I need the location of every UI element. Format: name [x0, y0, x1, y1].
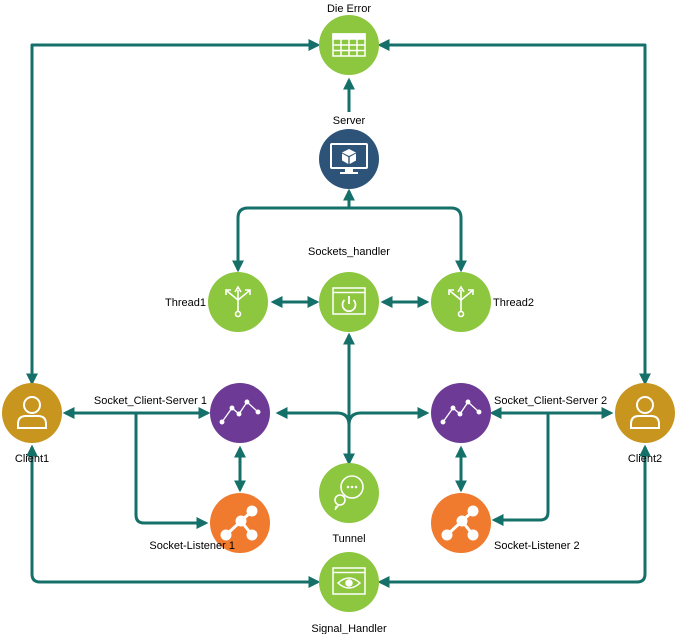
fork-arrows-icon [225, 285, 251, 318]
edge-thread-server-bus [232, 206, 467, 273]
node-sockets-handler[interactable]: Sockets_handler [308, 246, 390, 332]
window-power-icon [332, 287, 366, 315]
edge-client2-die-error [377, 39, 651, 386]
table-icon [332, 33, 366, 57]
node-signal-handler[interactable]: Signal_Handler [311, 552, 387, 634]
node-thread2[interactable]: Thread2 [431, 272, 534, 332]
edge-client1-signal-handler [26, 444, 321, 588]
node-signal-handler-label: Signal_Handler [311, 623, 387, 634]
share-network-icon [220, 505, 258, 541]
node-scs2-label: Socket_Client-Server 2 [494, 395, 607, 407]
chat-bubble-icon [334, 475, 364, 511]
node-server-label: Server [333, 115, 366, 127]
node-socket-client-server-2[interactable]: Socket_Client-Server 2 [431, 383, 607, 443]
line-chart-icon [440, 399, 482, 425]
node-tunnel-circle [319, 463, 379, 523]
user-icon [630, 396, 660, 429]
node-die-error-label: Die Error [327, 3, 371, 15]
node-server[interactable]: Server [319, 115, 379, 189]
node-thread1[interactable]: Thread1 [165, 272, 268, 332]
share-network-icon [441, 505, 479, 541]
node-scs1-label: Socket_Client-Server 1 [94, 395, 207, 407]
node-tunnel-label: Tunnel [332, 533, 365, 545]
node-thread1-label: Thread1 [165, 297, 206, 309]
window-eye-icon [332, 567, 366, 595]
node-socket-listener-2[interactable]: Socket-Listener 2 [431, 493, 580, 553]
node-tunnel[interactable]: Tunnel [319, 463, 379, 545]
node-socket-listener-1[interactable]: Socket-Listener 1 [149, 493, 270, 553]
user-icon [17, 396, 47, 429]
edge-client2-listener2 [491, 413, 550, 526]
node-listener2-label: Socket-Listener 2 [494, 540, 580, 552]
edge-client1-die-error [26, 39, 321, 386]
node-client1[interactable]: Client1 [2, 383, 62, 465]
node-thread2-label: Thread2 [493, 297, 534, 309]
node-server-circle [319, 129, 379, 189]
edge-client2-signal-handler [377, 444, 651, 588]
node-client1-label: Client1 [15, 453, 49, 465]
node-socket-client-server-1[interactable]: Socket_Client-Server 1 [94, 383, 270, 443]
node-client2-label: Client2 [628, 453, 662, 465]
edge-tunnel-scs2 [347, 407, 430, 426]
monitor-cube-icon [330, 143, 368, 174]
edge-client1-listener1 [134, 413, 209, 529]
node-sockets-handler-label: Sockets_handler [308, 246, 390, 258]
edge-scs1-tunnel [275, 407, 351, 426]
node-listener1-label: Socket-Listener 1 [149, 540, 235, 552]
fork-arrows-icon [448, 285, 474, 318]
node-client2[interactable]: Client2 [615, 383, 675, 465]
node-die-error[interactable]: Die Error [319, 3, 379, 75]
line-chart-icon [219, 399, 261, 425]
